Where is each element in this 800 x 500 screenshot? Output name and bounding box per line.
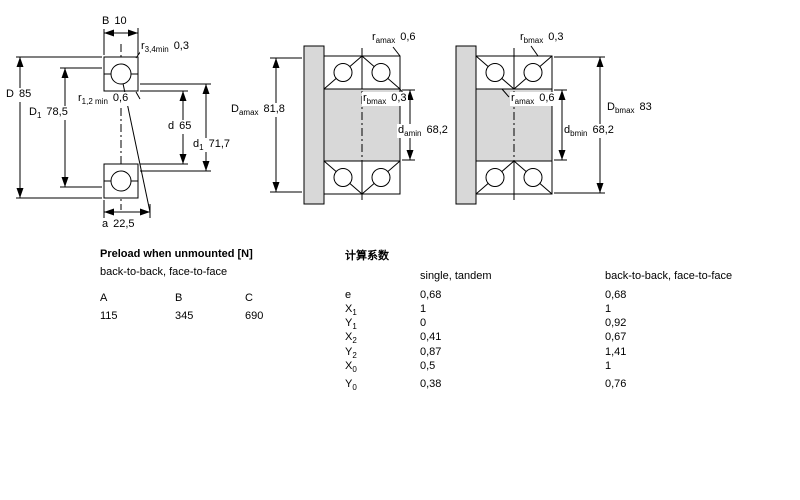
arrangement-figure-1 — [270, 45, 415, 205]
factor-symbol-Y2: Y2 — [345, 346, 357, 361]
ball — [110, 170, 132, 192]
housing-shoulder — [303, 45, 325, 205]
factor-value-single: 0,68 — [420, 289, 442, 301]
factor-symbol-X1: X1 — [345, 303, 357, 318]
ball — [333, 168, 353, 187]
factor-value-single: 1 — [420, 303, 427, 315]
factor-value-single: 0,5 — [420, 360, 436, 372]
preload-col-C: C — [245, 292, 253, 304]
factor-value-paired: 0,67 — [605, 331, 627, 343]
ball — [523, 168, 543, 187]
factor-symbol-e: e — [345, 289, 352, 301]
housing-shoulder — [455, 45, 477, 205]
ball — [485, 63, 505, 82]
leader-rb — [530, 45, 539, 57]
factor-symbol-X2: X2 — [345, 331, 357, 346]
preload-col-B: B — [175, 292, 183, 304]
preload-col-A: A — [100, 292, 108, 304]
ball — [333, 63, 353, 82]
factors-title: 计算系数 — [345, 250, 389, 262]
factor-value-paired: 1,41 — [605, 346, 627, 358]
ball — [485, 168, 505, 187]
preload-value-C: 690 — [245, 310, 264, 322]
factor-value-single: 0,38 — [420, 378, 442, 390]
ball — [110, 63, 132, 85]
ball — [523, 63, 543, 82]
preload-subtitle: back-to-back, face-to-face — [100, 266, 228, 278]
factor-value-paired: 0,76 — [605, 378, 627, 390]
factor-value-paired: 1 — [605, 303, 612, 315]
leader-ra — [392, 46, 401, 57]
factor-value-single: 0,41 — [420, 331, 442, 343]
preload-value-A: 115 — [100, 310, 118, 322]
factor-value-single: 0,87 — [420, 346, 442, 358]
factors-col2-header: back-to-back, face-to-face — [605, 270, 733, 282]
factor-symbol-Y0: Y0 — [345, 378, 357, 393]
factor-value-paired: 0,92 — [605, 317, 627, 329]
factor-symbol-X0: X0 — [345, 360, 357, 375]
leader-r12 — [135, 91, 141, 100]
factors-col1-header: single, tandem — [420, 270, 492, 282]
ball — [371, 168, 391, 187]
factor-value-paired: 0,68 — [605, 289, 627, 301]
factor-value-paired: 1 — [605, 360, 612, 372]
leader-ra — [501, 88, 510, 98]
preload-title: Preload when unmounted [N] — [100, 248, 253, 260]
ball — [371, 63, 391, 82]
factor-symbol-Y1: Y1 — [345, 317, 357, 332]
factor-value-single: 0 — [420, 317, 427, 329]
preload-value-B: 345 — [175, 310, 194, 322]
